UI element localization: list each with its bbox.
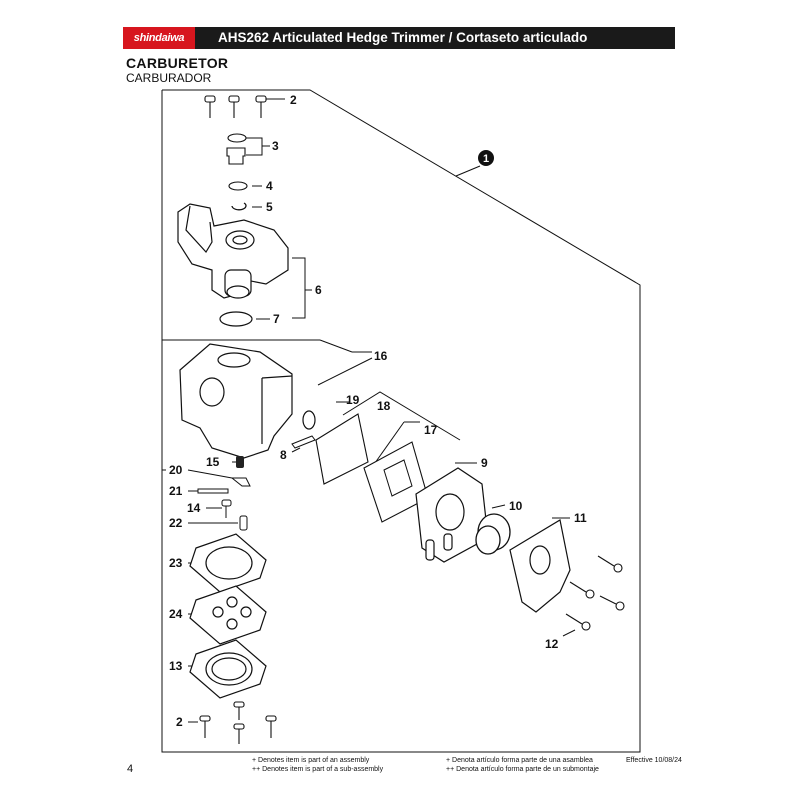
carburetor-body-part-16 <box>179 343 293 459</box>
callout-2-bottom: 2 <box>176 715 183 729</box>
section-title: CARBURETOR <box>126 55 229 71</box>
screw-part-14 <box>221 499 232 518</box>
pump-cover-part-9 <box>415 467 489 563</box>
callout-7: 7 <box>273 312 280 326</box>
callout-21: 21 <box>169 484 183 498</box>
callout-1-dot <box>478 150 494 166</box>
header-bar: shindaiwa AHS262 Articulated Hedge Trimm… <box>123 27 675 49</box>
callout-17: 17 <box>424 423 438 437</box>
callout-16: 16 <box>374 349 388 363</box>
callout-2-top: 2 <box>290 93 297 107</box>
brand-logo: shindaiwa <box>123 27 195 49</box>
callout-8: 8 <box>280 448 287 462</box>
callout-20: 20 <box>169 463 183 477</box>
callout-1: 1 <box>483 153 489 165</box>
callout-6: 6 <box>315 283 322 297</box>
footer-note-en-2: ++ Denotes item is part of a sub-assembl… <box>252 765 384 773</box>
section-subtitle: CARBURADOR <box>126 71 212 85</box>
lever-part-20 <box>230 477 251 487</box>
callout-4: 4 <box>266 179 273 193</box>
callout-14: 14 <box>187 501 201 515</box>
footer-note-en-1: + Denotes item is part of an assembly <box>252 757 370 764</box>
throttle-body-part-6 <box>177 203 289 299</box>
filter-cap-part-10 <box>475 513 511 555</box>
brand-name: shindaiwa <box>133 32 185 44</box>
callout-19: 19 <box>346 393 360 407</box>
screw-part-2-bottom <box>199 701 277 744</box>
footer-note-spanish: + Denota artículo forma parte de una asa… <box>446 757 599 774</box>
callout-15: 15 <box>206 455 220 469</box>
callout-9: 9 <box>481 456 488 470</box>
needle-part-8 <box>291 435 316 449</box>
callout-5: 5 <box>266 200 273 214</box>
washer-part-4 <box>228 181 248 191</box>
seal-part-19 <box>302 410 316 430</box>
screw-part-2-top <box>204 95 267 118</box>
callout-22: 22 <box>169 516 183 530</box>
fitting-part-3 <box>226 133 247 165</box>
footer-note-es-1: + Denota artículo forma parte de una asa… <box>446 757 593 764</box>
gasket-part-23 <box>189 533 267 593</box>
footer-note-english: + Denotes item is part of an assembly ++… <box>252 757 383 774</box>
needle-valve-part-22 <box>239 515 248 531</box>
pin-part-21 <box>197 488 229 494</box>
callout-11: 11 <box>574 511 587 525</box>
callout-18: 18 <box>377 399 391 413</box>
cover-part-13 <box>189 639 267 699</box>
footer-note-es-2: ++ Denota artículo forma parte de un sub… <box>446 765 599 773</box>
effective-date: Effective 10/08/24 <box>626 757 682 764</box>
clip-part-5 <box>231 202 247 211</box>
page-number: 4 <box>127 763 134 775</box>
assembly-outline <box>161 89 641 753</box>
cover-plate-part-11 <box>509 519 571 613</box>
subassembly-outline <box>162 340 340 350</box>
callout-12: 12 <box>545 637 559 651</box>
document-title: AHS262 Articulated Hedge Trimmer / Corta… <box>218 30 588 45</box>
gasket-part-18 <box>315 413 369 485</box>
callout-24: 24 <box>169 607 183 621</box>
diaphragm-part-24 <box>189 585 267 645</box>
oring-part-7 <box>219 311 253 327</box>
callout-13: 13 <box>169 659 183 673</box>
callout-10: 10 <box>509 499 523 513</box>
screw-part-12 <box>565 555 625 631</box>
callout-23: 23 <box>169 556 183 570</box>
callout-3: 3 <box>272 139 279 153</box>
spring-part-15 <box>236 456 244 468</box>
